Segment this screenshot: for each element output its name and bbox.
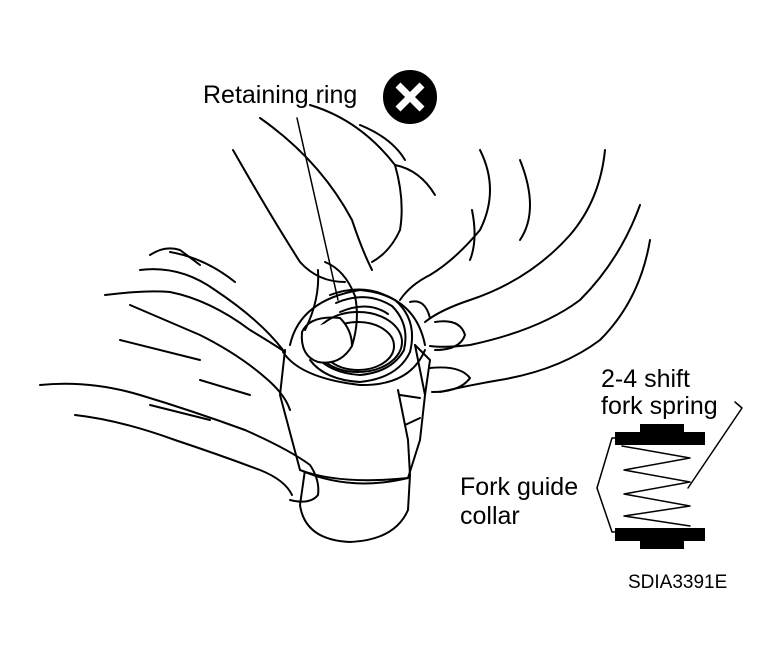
figure-code: SDIA3391E (628, 572, 728, 593)
fork-guide-collar-label-line2: collar (460, 502, 520, 530)
upper-hand-illustration (233, 105, 650, 392)
spring-leader-line (688, 402, 742, 488)
bottom-collar-tab (640, 540, 684, 549)
collar-leader-top (597, 438, 618, 488)
spring-coil (622, 446, 690, 526)
bottom-collar-plate (615, 528, 705, 541)
fork-guide-collar-illustration (280, 290, 430, 542)
retaining-ring-leader-line (297, 118, 338, 300)
retaining-ring-label: Retaining ring (203, 81, 358, 109)
spring-collar-inset (597, 402, 742, 549)
shift-fork-spring-label-line2: fork spring (601, 392, 718, 420)
left-hand-illustration (40, 248, 318, 501)
collar-leader-bottom (597, 488, 618, 532)
do-not-reuse-x-icon (384, 71, 436, 123)
shift-fork-spring-label-line1: 2-4 shift (601, 365, 690, 393)
top-collar-plate (615, 432, 705, 445)
top-collar-tab (640, 424, 684, 433)
thumb-illustration (302, 262, 357, 363)
fork-guide-collar-label-line1: Fork guide (460, 473, 579, 501)
retaining-ring-illustration (310, 290, 412, 382)
